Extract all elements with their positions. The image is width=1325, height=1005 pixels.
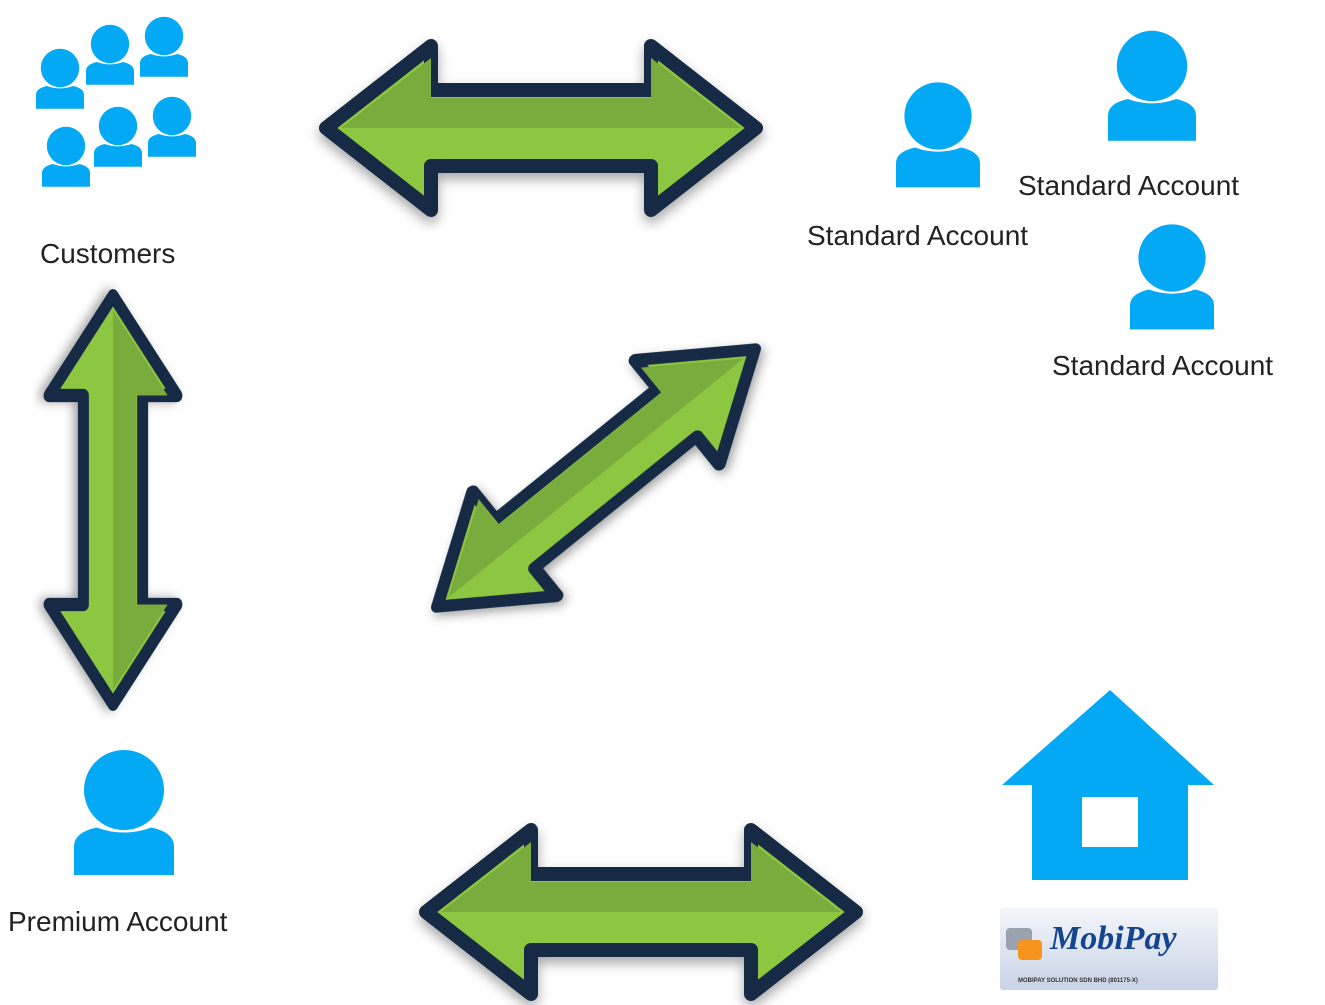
mobipay-title: MobiPay bbox=[1050, 920, 1177, 957]
people-group-icon bbox=[36, 16, 196, 187]
arrow-premium-standard bbox=[395, 297, 797, 659]
person-icon bbox=[1130, 224, 1214, 330]
standard-account-label: Standard Account bbox=[807, 220, 1029, 251]
person-icon bbox=[74, 750, 174, 875]
person-icon bbox=[1108, 30, 1196, 141]
customers-label: Customers bbox=[40, 238, 176, 269]
arrow-customers-standard bbox=[326, 46, 756, 210]
standard-account-label: Standard Account bbox=[1052, 350, 1274, 381]
house-icon bbox=[1002, 690, 1214, 880]
premium-account-label: Premium Account bbox=[8, 906, 228, 937]
person-icon bbox=[896, 82, 980, 188]
mobipay-logo: MobiPay MOBIPAY SOLUTION SDN BHD (801175… bbox=[1000, 908, 1218, 990]
arrow-premium-mobipay bbox=[426, 830, 856, 994]
mobipay-subtitle: MOBIPAY SOLUTION SDN BHD (801175-X) bbox=[1018, 978, 1138, 984]
standard-account-label: Standard Account bbox=[1018, 170, 1240, 201]
arrow-customers-premium bbox=[49, 296, 177, 705]
mobipay-mark-icon bbox=[1006, 928, 1042, 960]
